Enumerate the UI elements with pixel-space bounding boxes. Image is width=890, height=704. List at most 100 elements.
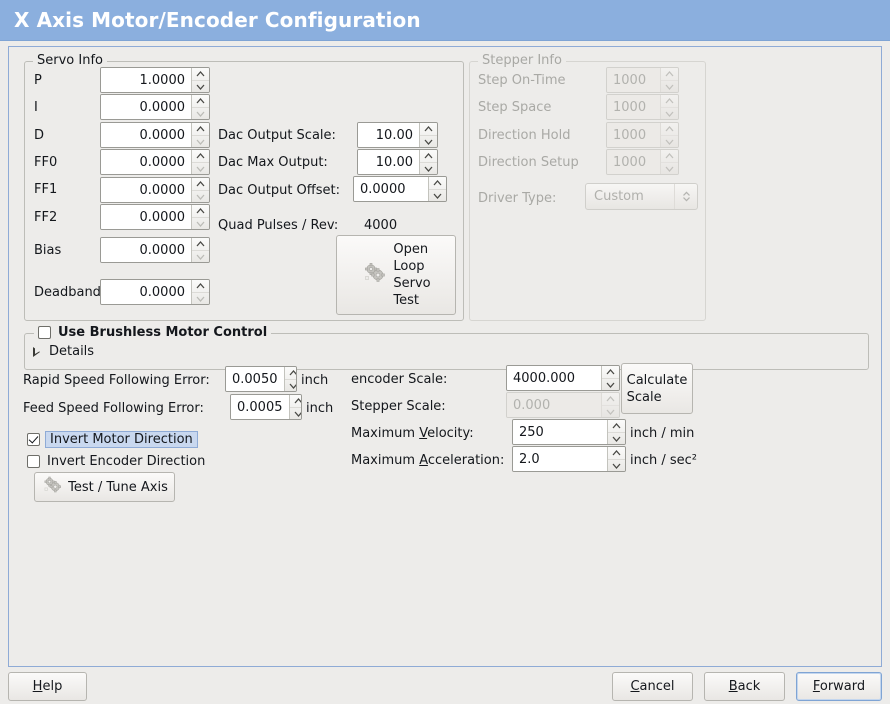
spin-up-icon[interactable] [429, 177, 446, 189]
servo-spin-i[interactable]: 0.0000 [100, 94, 210, 120]
use-brushless-motor-control-row[interactable]: Use Brushless Motor Control [34, 325, 272, 340]
spin-up-icon[interactable] [192, 205, 209, 217]
back-button[interactable]: Back [704, 672, 785, 701]
servo-spin-ff1-arrows[interactable] [192, 178, 209, 202]
spin-down-icon[interactable] [192, 135, 209, 147]
spin-up-icon[interactable] [192, 280, 209, 292]
spin-down-icon[interactable] [602, 405, 619, 417]
direction-setup-spin[interactable]: 1000 [606, 149, 679, 175]
step-space-spin[interactable]: 1000 [606, 94, 679, 120]
servo-spin-d[interactable]: 0.0000 [100, 122, 210, 148]
servo-spin-ff0-value[interactable]: 0.0000 [101, 150, 192, 174]
maximum-velocity-arrows[interactable] [608, 420, 625, 444]
spin-down-icon[interactable] [608, 459, 625, 471]
spin-down-icon[interactable] [289, 407, 301, 419]
servo-spin-d-arrows[interactable] [192, 123, 209, 147]
spin-up-icon[interactable] [192, 123, 209, 135]
spin-down-icon[interactable] [602, 378, 619, 390]
feed-following-error-value[interactable]: 0.0005 [231, 395, 290, 419]
servo-spin-ff0-arrows[interactable] [192, 150, 209, 174]
dac-output-offset-value[interactable]: 0.0000 [354, 177, 429, 201]
spin-down-icon[interactable] [608, 432, 625, 444]
use-brushless-checkbox[interactable] [38, 326, 51, 339]
maximum-velocity-spin[interactable]: 250 [512, 419, 626, 445]
chevron-updown-icon[interactable] [675, 191, 697, 202]
direction-setup-arrows[interactable] [661, 150, 678, 174]
calculate-scale-button[interactable]: Calculate Scale [621, 363, 693, 414]
spin-up-icon[interactable] [661, 150, 678, 162]
open-loop-servo-test-button[interactable]: Open Loop Servo Test [336, 235, 456, 315]
spin-up-icon[interactable] [661, 68, 678, 80]
feed-following-error-arrows[interactable] [289, 395, 301, 419]
maximum-acceleration-spin[interactable]: 2.0 [512, 446, 626, 472]
spin-down-icon[interactable] [420, 135, 437, 147]
spin-down-icon[interactable] [661, 80, 678, 92]
test-tune-axis-button[interactable]: Test / Tune Axis [34, 472, 175, 502]
forward-button[interactable]: Forward [796, 672, 882, 701]
spin-up-icon[interactable] [192, 150, 209, 162]
dac-output-offset-arrows[interactable] [429, 177, 446, 201]
spin-up-icon[interactable] [420, 150, 437, 162]
spin-down-icon[interactable] [661, 107, 678, 119]
spin-down-icon[interactable] [192, 107, 209, 119]
servo-spin-ff2-value[interactable]: 0.0000 [101, 205, 192, 229]
spin-up-icon[interactable] [608, 447, 625, 459]
rapid-following-error-arrows[interactable] [284, 367, 296, 391]
step-on-time-arrows[interactable] [661, 68, 678, 92]
spin-down-icon[interactable] [192, 190, 209, 202]
servo-spin-deadband-arrows[interactable] [192, 280, 209, 304]
dac-output-scale-spin[interactable]: 10.00 [357, 122, 438, 148]
step-on-time-spin[interactable]: 1000 [606, 67, 679, 93]
encoder-scale-value[interactable]: 4000.000 [507, 366, 602, 390]
dac-max-output-arrows[interactable] [420, 150, 437, 174]
servo-spin-ff1-value[interactable]: 0.0000 [101, 178, 192, 202]
driver-type-value[interactable]: Custom [594, 189, 644, 204]
step-space-value[interactable]: 1000 [607, 95, 661, 119]
stepper-scale-value[interactable]: 0.000 [507, 393, 602, 417]
step-space-arrows[interactable] [661, 95, 678, 119]
servo-spin-bias-arrows[interactable] [192, 238, 209, 262]
invert-motor-direction-checkbox[interactable] [27, 433, 40, 446]
servo-spin-p[interactable]: 1.0000 [100, 67, 210, 93]
spin-down-icon[interactable] [192, 80, 209, 92]
rapid-following-error-spin[interactable]: 0.0050 [225, 366, 297, 392]
servo-spin-ff0[interactable]: 0.0000 [100, 149, 210, 175]
spin-up-icon[interactable] [602, 393, 619, 405]
spin-up-icon[interactable] [192, 178, 209, 190]
servo-spin-d-value[interactable]: 0.0000 [101, 123, 192, 147]
spin-up-icon[interactable] [661, 95, 678, 107]
spin-up-icon[interactable] [192, 95, 209, 107]
invert-encoder-direction-checkbox[interactable] [27, 455, 40, 468]
servo-spin-i-value[interactable]: 0.0000 [101, 95, 192, 119]
dac-max-output-spin[interactable]: 10.00 [357, 149, 438, 175]
spin-down-icon[interactable] [661, 135, 678, 147]
feed-following-error-spin[interactable]: 0.0005 [230, 394, 302, 420]
dac-max-output-value[interactable]: 10.00 [358, 150, 420, 174]
spin-down-icon[interactable] [284, 379, 296, 391]
spin-up-icon[interactable] [192, 68, 209, 80]
spin-up-icon[interactable] [192, 238, 209, 250]
step-on-time-value[interactable]: 1000 [607, 68, 661, 92]
maximum-acceleration-arrows[interactable] [608, 447, 625, 471]
spin-up-icon[interactable] [290, 395, 301, 407]
spin-down-icon[interactable] [661, 162, 678, 174]
cancel-button[interactable]: Cancel [612, 672, 693, 701]
servo-spin-i-arrows[interactable] [192, 95, 209, 119]
servo-spin-deadband-value[interactable]: 0.0000 [101, 280, 192, 304]
spin-down-icon[interactable] [192, 162, 209, 174]
direction-setup-value[interactable]: 1000 [607, 150, 661, 174]
details-expander[interactable]: Details [33, 344, 94, 359]
spin-up-icon[interactable] [285, 367, 296, 379]
servo-spin-bias[interactable]: 0.0000 [100, 237, 210, 263]
invert-motor-direction-row[interactable]: Invert Motor Direction [27, 431, 198, 448]
stepper-scale-spin[interactable]: 0.000 [506, 392, 620, 418]
direction-hold-value[interactable]: 1000 [607, 123, 661, 147]
rapid-following-error-value[interactable]: 0.0050 [226, 367, 285, 391]
servo-spin-ff2-arrows[interactable] [192, 205, 209, 229]
servo-spin-p-value[interactable]: 1.0000 [101, 68, 192, 92]
servo-spin-ff2[interactable]: 0.0000 [100, 204, 210, 230]
spin-up-icon[interactable] [608, 420, 625, 432]
dac-output-scale-value[interactable]: 10.00 [358, 123, 420, 147]
servo-spin-bias-value[interactable]: 0.0000 [101, 238, 192, 262]
spin-down-icon[interactable] [192, 217, 209, 229]
